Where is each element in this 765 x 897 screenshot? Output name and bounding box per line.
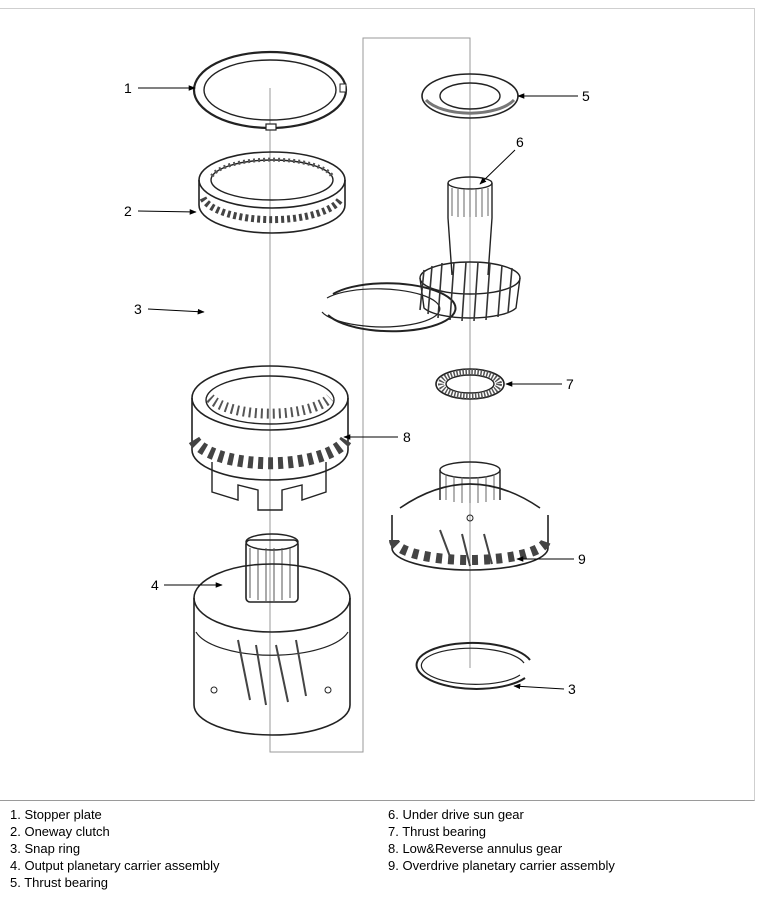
legend-item: 8. Low&Reverse annulus gear: [388, 841, 563, 856]
annulus-gear-drawing: [188, 365, 352, 511]
legend-item: 1. Stopper plate: [10, 807, 102, 822]
legend-column-right: 6. Under drive sun gear 7. Thrust bearin…: [388, 806, 615, 874]
callout-8: 8: [403, 429, 411, 445]
leader-lines: [137, 85, 578, 690]
callout-9: 9: [578, 551, 586, 567]
legend-item: 4. Output planetary carrier assembly: [10, 858, 220, 873]
callout-4: 4: [151, 577, 159, 593]
callout-2: 2: [124, 203, 132, 219]
callout-5: 5: [582, 88, 590, 104]
legend-item: 5. Thrust bearing: [10, 875, 109, 890]
snap-ring-right-drawing: [415, 641, 531, 690]
oneway-clutch-drawing: [198, 151, 346, 234]
leader-2: [137, 209, 197, 215]
legend-item: 7. Thrust bearing: [388, 824, 487, 839]
legend-item: 2. Oneway clutch: [10, 824, 110, 839]
legend-column-left: 1. Stopper plate 2. Oneway clutch 3. Sna…: [10, 806, 220, 891]
assembly-centerlines: [269, 37, 471, 753]
thrust-bearing-needle-drawing: [435, 368, 505, 400]
callout-3-left: 3: [134, 301, 142, 317]
diagram-frame: [0, 8, 755, 801]
sun-gear-drawing: [419, 176, 521, 322]
legend-item: 6. Under drive sun gear: [388, 807, 524, 822]
leader-3-left: [147, 308, 205, 315]
callout-6: 6: [516, 134, 524, 150]
legend-item: 3. Snap ring: [10, 841, 81, 856]
snap-ring-left-drawing: [321, 282, 457, 333]
overdrive-carrier-drawing: [389, 461, 551, 571]
leader-6: [479, 149, 516, 185]
legend-item: 9. Overdrive planetary carrier assembly: [388, 858, 615, 873]
output-carrier-drawing: [193, 533, 351, 736]
exploded-parts-diagram: 1 2 3 8 4 5 6 7 9 3: [124, 37, 590, 753]
callout-3-right: 3: [568, 681, 576, 697]
callout-1: 1: [124, 80, 132, 96]
callout-7: 7: [566, 376, 574, 392]
leader-3-right: [513, 683, 565, 690]
